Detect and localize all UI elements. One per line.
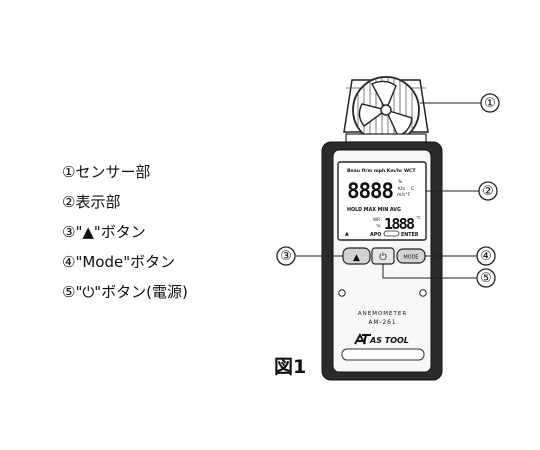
brand-logo: AS TOOL — [354, 332, 409, 345]
lcd-main-digits: 8888 — [347, 179, 394, 203]
up-button[interactable]: ▲ — [342, 247, 371, 265]
callout-5-label: ⑤ — [480, 271, 492, 286]
callout-3: ③ — [276, 246, 296, 266]
callout-2-label: ② — [482, 184, 494, 199]
mode-button-label: MODE — [404, 255, 419, 261]
callout-1-label: ① — [484, 96, 496, 111]
lcd-apo-indicator — [383, 230, 400, 237]
legend-item-display: ②表示部 — [62, 193, 121, 211]
callout-1: ① — [480, 93, 500, 113]
legend-item-sensor: ①センサー部 — [62, 163, 151, 181]
mode-button[interactable]: MODE — [396, 248, 426, 264]
legend-item-up-button: ③"▲"ボタン — [62, 223, 146, 241]
power-icon: ⏻ — [379, 252, 387, 263]
impeller-blades — [358, 80, 413, 137]
brand-name: AS TOOL — [369, 336, 409, 345]
lcd-sub-prefix-wr: WR — [373, 217, 380, 222]
legend-item-mode-button: ④"Mode"ボタン — [62, 253, 176, 271]
figure-label: 図1 — [274, 356, 307, 378]
callout-4: ④ — [476, 246, 496, 266]
lcd-sub-unit: ℃ — [416, 215, 421, 220]
callout-3-label: ③ — [280, 249, 292, 264]
model-caption: ANEMOMETER — [358, 311, 407, 317]
callout-2: ② — [478, 181, 498, 201]
callout-4-label: ④ — [480, 249, 492, 264]
up-button-label: ▲ — [353, 253, 360, 263]
callout-5: ⑤ — [476, 268, 496, 288]
lcd-sub-digits: 1888 — [384, 215, 415, 233]
lcd-unit-c: C — [411, 186, 414, 192]
lcd-unit-percent: % — [398, 179, 403, 185]
callout-lines — [296, 102, 481, 279]
lcd-modes-row: HOLD MAX MIN AVG — [347, 207, 401, 213]
lcd-units-row: Beau ft/m mph Km/hr WCT — [347, 168, 416, 174]
lcd-unit-kts: Kts — [398, 186, 406, 192]
lcd-apo: APO — [370, 232, 381, 238]
lcd-enter: ENTER — [401, 232, 419, 238]
lcd-up-triangle: ▲ — [345, 231, 349, 237]
model-number: AM-261 — [368, 320, 396, 326]
lcd-display: Beau ft/m mph Km/hr WCT 8888 % Kts C m/s… — [337, 161, 427, 241]
power-button[interactable]: ⏻ — [371, 247, 395, 265]
lcd-unit-ms-f: m/s°F — [397, 192, 410, 198]
legend-item-power-button: ⑤"⏻"ボタン(電源) — [62, 283, 188, 301]
legend-list: ①センサー部 ②表示部 ③"▲"ボタン ④"Mode"ボタン ⑤"⏻"ボタン(電… — [62, 161, 188, 311]
sensor-impeller — [343, 76, 429, 144]
lcd-sub-prefix-ta: TA — [375, 223, 381, 228]
